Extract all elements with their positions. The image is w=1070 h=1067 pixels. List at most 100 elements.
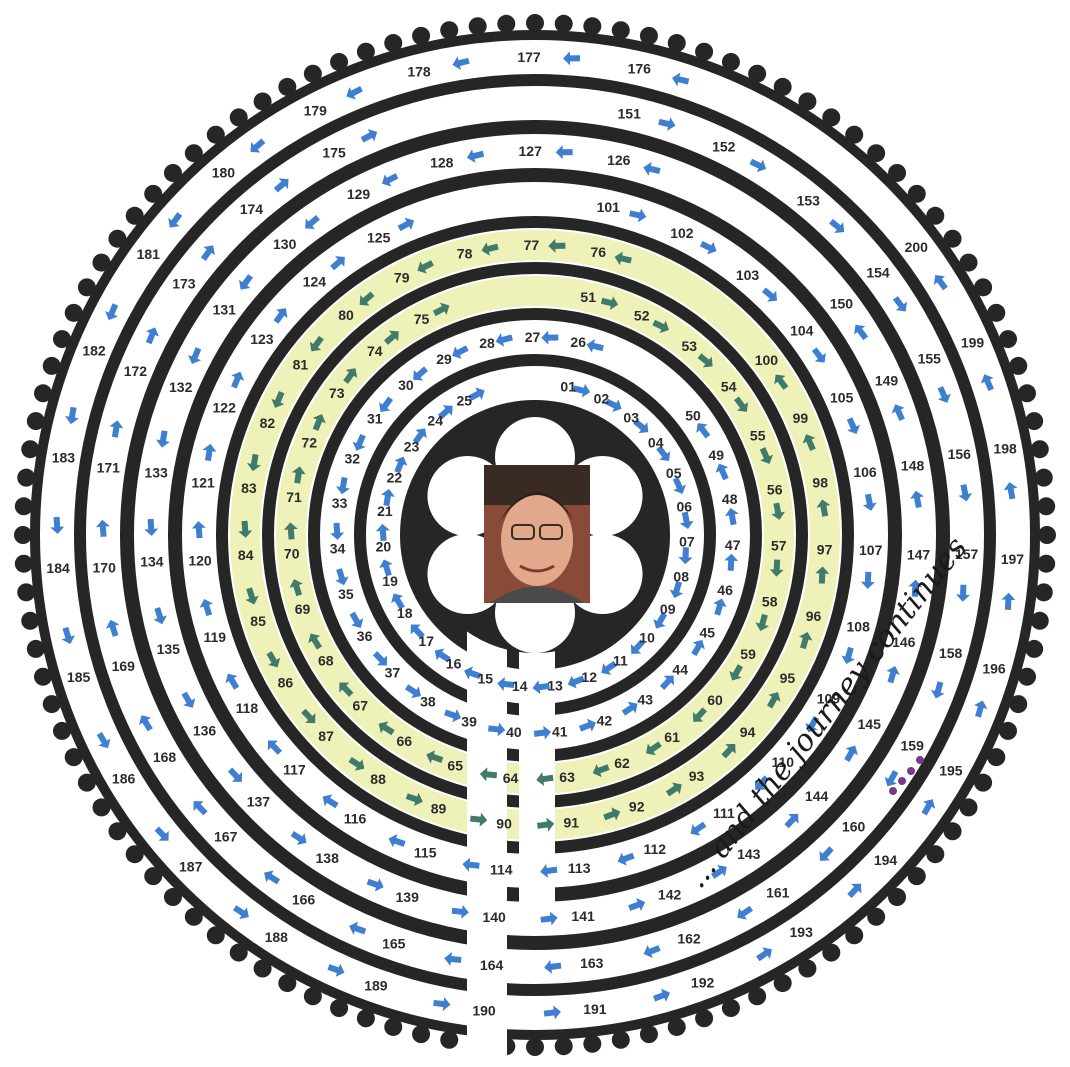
step-label: 58 bbox=[762, 594, 778, 610]
step-label: 18 bbox=[397, 605, 413, 621]
step-label: 130 bbox=[273, 236, 297, 252]
step-label: 75 bbox=[414, 311, 430, 327]
step-label: 14 bbox=[512, 678, 528, 694]
step-label: 136 bbox=[193, 723, 217, 739]
step-label: 172 bbox=[124, 363, 148, 379]
lunation bbox=[15, 497, 33, 515]
step-label: 192 bbox=[691, 975, 715, 991]
lunation bbox=[1035, 583, 1053, 601]
step-label: 19 bbox=[382, 573, 398, 589]
step-label: 47 bbox=[725, 537, 741, 553]
step-label: 153 bbox=[797, 192, 821, 208]
step-label: 183 bbox=[52, 449, 76, 465]
step-label: 91 bbox=[564, 815, 580, 831]
step-label: 168 bbox=[153, 749, 177, 765]
step-label: 132 bbox=[169, 379, 193, 395]
step-label: 06 bbox=[677, 499, 693, 515]
step-label: 129 bbox=[347, 186, 371, 202]
step-label: 186 bbox=[112, 770, 136, 786]
step-label: 27 bbox=[525, 329, 541, 345]
step-label: 196 bbox=[982, 660, 1006, 676]
step-label: 101 bbox=[597, 199, 621, 215]
step-label: 88 bbox=[370, 771, 386, 787]
step-label: 159 bbox=[901, 738, 925, 754]
step-label: 131 bbox=[213, 301, 237, 317]
step-label: 26 bbox=[570, 334, 586, 350]
step-label: 61 bbox=[664, 729, 680, 745]
step-label: 184 bbox=[46, 560, 70, 576]
lunation bbox=[583, 1035, 601, 1053]
step-label: 25 bbox=[457, 392, 473, 408]
step-label: 54 bbox=[721, 379, 737, 395]
step-label: 90 bbox=[496, 815, 512, 831]
step-label: 114 bbox=[490, 861, 513, 877]
step-label: 77 bbox=[524, 237, 540, 253]
step-label: 53 bbox=[682, 338, 698, 354]
step-label: 04 bbox=[648, 435, 664, 451]
step-label: 112 bbox=[644, 841, 667, 857]
step-label: 142 bbox=[658, 887, 682, 903]
step-label: 182 bbox=[82, 343, 106, 359]
step-label: 24 bbox=[427, 412, 443, 428]
step-label: 09 bbox=[660, 601, 676, 617]
step-label: 22 bbox=[387, 469, 403, 485]
step-label: 97 bbox=[817, 542, 833, 558]
step-label: 195 bbox=[939, 763, 963, 779]
step-label: 31 bbox=[367, 411, 383, 427]
step-label: 149 bbox=[875, 372, 899, 388]
step-label: 59 bbox=[740, 646, 756, 662]
step-label: 01 bbox=[560, 379, 576, 395]
step-label: 191 bbox=[583, 1001, 607, 1017]
step-label: 68 bbox=[318, 653, 334, 669]
step-label: 135 bbox=[157, 641, 181, 657]
step-label: 188 bbox=[265, 929, 289, 945]
step-label: 181 bbox=[137, 246, 161, 262]
lunation bbox=[526, 1038, 544, 1056]
step-label: 48 bbox=[722, 491, 738, 507]
step-label: 169 bbox=[112, 658, 136, 674]
step-label: 83 bbox=[241, 480, 257, 496]
step-label: 65 bbox=[447, 758, 463, 774]
step-label: 119 bbox=[204, 629, 227, 645]
step-label: 133 bbox=[144, 465, 168, 481]
step-label: 87 bbox=[318, 728, 334, 744]
step-label: 32 bbox=[345, 451, 361, 467]
step-label: 71 bbox=[286, 489, 302, 505]
step-label: 117 bbox=[283, 762, 306, 778]
step-label: 29 bbox=[436, 351, 452, 367]
step-label: 160 bbox=[842, 819, 866, 835]
step-label: 10 bbox=[639, 630, 655, 646]
step-label: 148 bbox=[901, 457, 925, 473]
step-label: 107 bbox=[859, 542, 883, 558]
step-label: 177 bbox=[517, 49, 541, 65]
lunation bbox=[17, 469, 35, 487]
step-label: 156 bbox=[948, 446, 972, 462]
step-label: 140 bbox=[482, 909, 506, 925]
step-label: 200 bbox=[905, 239, 929, 255]
step-label: 165 bbox=[382, 935, 406, 951]
step-label: 198 bbox=[993, 440, 1017, 456]
step-label: 170 bbox=[93, 560, 117, 576]
step-label: 30 bbox=[398, 377, 414, 393]
step-label: 171 bbox=[97, 459, 121, 475]
step-label: 72 bbox=[302, 434, 318, 450]
step-label: 197 bbox=[1001, 551, 1025, 567]
step-label: 23 bbox=[404, 438, 420, 454]
step-label: 21 bbox=[377, 503, 393, 519]
step-label: 94 bbox=[740, 724, 756, 740]
step-label: 02 bbox=[594, 390, 610, 406]
step-label: 81 bbox=[293, 357, 309, 373]
lunation bbox=[526, 14, 544, 32]
step-label: 39 bbox=[461, 714, 477, 730]
step-label: 78 bbox=[457, 246, 473, 262]
step-label: 175 bbox=[322, 145, 346, 161]
step-label: 56 bbox=[767, 481, 783, 497]
step-label: 125 bbox=[367, 230, 391, 246]
step-label: 163 bbox=[580, 955, 604, 971]
step-label: 194 bbox=[874, 852, 898, 868]
step-label: 124 bbox=[303, 274, 327, 290]
lunation bbox=[1035, 469, 1053, 487]
step-label: 38 bbox=[420, 694, 436, 710]
step-label: 166 bbox=[292, 892, 316, 908]
step-label: 62 bbox=[614, 755, 630, 771]
